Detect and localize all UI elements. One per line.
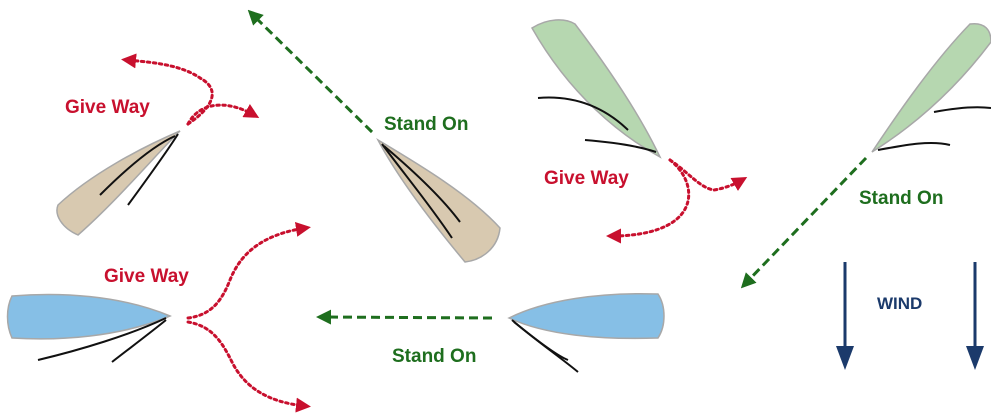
- stand-on-boat-tan: [376, 137, 501, 263]
- give-way-label: Give Way: [104, 266, 189, 287]
- stand-on-arrow-green: [740, 156, 868, 289]
- give-way-label: Give Way: [65, 97, 150, 118]
- give-way-boat-tan: [56, 130, 181, 236]
- give-way-arrows-green: [606, 158, 748, 244]
- wind-indicator: WIND: [836, 262, 984, 370]
- stand-on-boat-blue: [507, 292, 665, 373]
- wind-label: WIND: [877, 294, 922, 313]
- stand-on-boat-green: [871, 22, 991, 153]
- scenario-green: Give Way Stand On: [530, 19, 991, 289]
- scenario-tan: Give Way Stand On: [56, 9, 501, 263]
- scenario-blue: Give Way Stand On: [6, 221, 665, 413]
- give-way-boat-blue: [6, 293, 172, 363]
- arrow-down-icon: [836, 262, 854, 370]
- stand-on-label: Stand On: [392, 346, 476, 367]
- give-way-arrows-tan: [121, 53, 260, 126]
- stand-on-arrow-tan: [247, 9, 374, 134]
- stand-on-label: Stand On: [384, 114, 468, 135]
- give-way-arrows-blue: [186, 221, 311, 413]
- stand-on-label: Stand On: [859, 188, 943, 209]
- arrow-down-icon: [966, 262, 984, 370]
- stand-on-arrow-blue: [316, 309, 493, 325]
- give-way-boat-green: [530, 19, 662, 159]
- give-way-label: Give Way: [544, 168, 629, 189]
